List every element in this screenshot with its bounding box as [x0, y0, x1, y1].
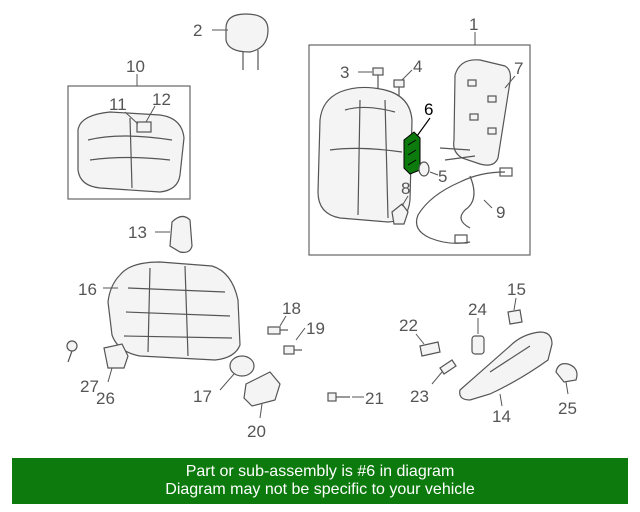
- label-16: 16: [78, 280, 97, 299]
- bracket-13-part: [155, 215, 193, 253]
- label-13: 13: [128, 223, 147, 242]
- label-10: 10: [126, 57, 145, 76]
- label-24: 24: [468, 300, 487, 319]
- cap-22-part: [415, 333, 441, 357]
- cover-26-part: [103, 343, 129, 383]
- screw-21-part: [327, 392, 364, 402]
- label-25: 25: [558, 399, 577, 418]
- info-banner: Part or sub-assembly is #6 in diagram Di…: [12, 458, 628, 504]
- knob-17-part: [219, 355, 255, 391]
- part-6-highlighted: [403, 117, 431, 175]
- label-23: 23: [410, 387, 429, 406]
- label-20: 20: [247, 422, 266, 441]
- seatback-group-box: [308, 44, 531, 256]
- clip-5-part: [418, 161, 439, 177]
- label-11: 11: [109, 95, 127, 114]
- label-3: 3: [340, 63, 349, 82]
- screw-19-part: [283, 327, 306, 355]
- label-14: 14: [492, 407, 511, 426]
- label-8: 8: [401, 179, 410, 198]
- parts-diagram: 1 2 3 4 5 6 7 8 9 10 11 12 13 14 15 16 1…: [66, 13, 578, 441]
- seatback-frame-part: [439, 59, 516, 166]
- label-9: 9: [496, 203, 505, 222]
- banner-line-2: Diagram may not be specific to your vehi…: [165, 481, 475, 498]
- label-15: 15: [507, 280, 526, 299]
- screw-18-part: [267, 315, 288, 335]
- headrest-part: [212, 13, 269, 70]
- clip-15-part: [507, 297, 523, 325]
- label-1: 1: [469, 15, 478, 34]
- seat-frame-16-part: [103, 261, 241, 361]
- banner-line-1: Part or sub-assembly is #6 in diagram: [185, 463, 455, 480]
- label-19: 19: [306, 319, 325, 338]
- cushion-group-box: [67, 85, 191, 200]
- label-27: 27: [80, 377, 99, 396]
- cap-23-part: [431, 359, 457, 385]
- label-22: 22: [399, 316, 418, 335]
- knob-25-part: [555, 363, 578, 395]
- side-trim-14-part: [459, 331, 553, 407]
- bracket-8-part: [391, 195, 409, 225]
- seatback-cushion-part: [317, 86, 413, 223]
- label-12: 12: [152, 90, 171, 109]
- wire-harness-9-part: [415, 167, 513, 244]
- label-7: 7: [514, 59, 523, 78]
- bolt-27-part: [66, 340, 78, 363]
- label-6: 6: [424, 100, 433, 119]
- knob-24-part: [471, 318, 485, 355]
- cover-20-part: [243, 371, 281, 419]
- label-18: 18: [282, 299, 301, 318]
- label-21: 21: [365, 389, 384, 408]
- label-4: 4: [413, 57, 422, 76]
- label-5: 5: [438, 167, 447, 186]
- label-2: 2: [193, 21, 202, 40]
- seat-cushion-part: [77, 105, 185, 193]
- label-26: 26: [96, 389, 115, 408]
- label-17: 17: [193, 387, 212, 406]
